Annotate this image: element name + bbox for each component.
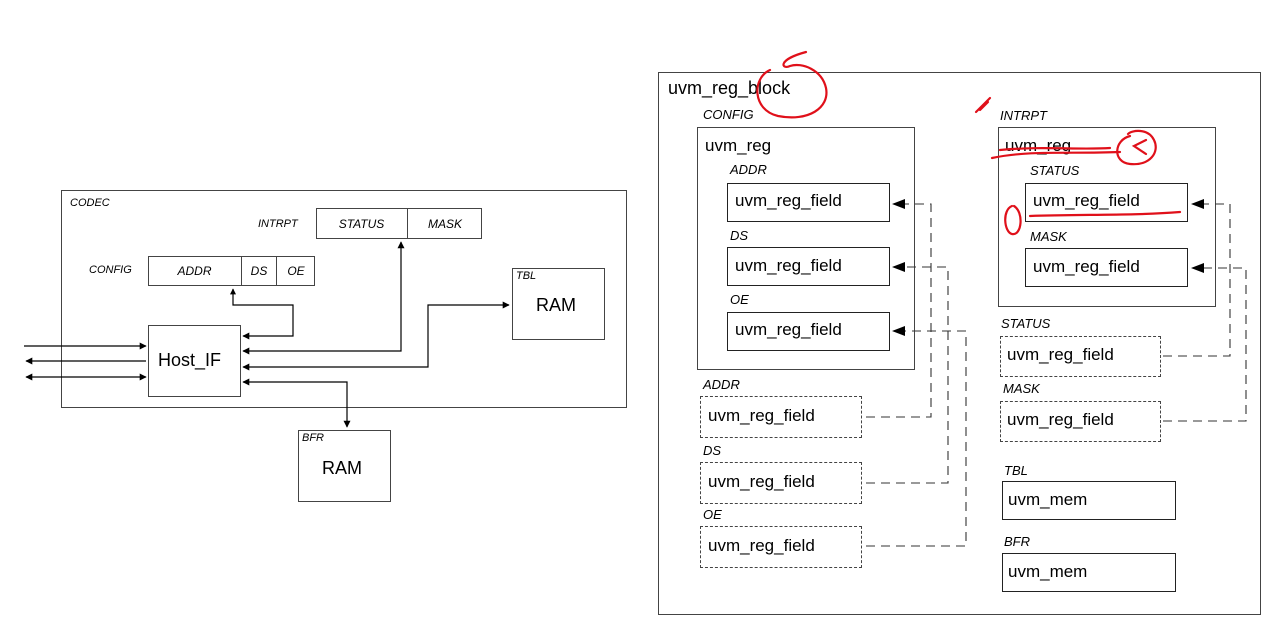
sigma-mark xyxy=(1131,138,1148,156)
dashed-ds-field xyxy=(700,462,862,504)
config-ds-name: DS xyxy=(730,228,749,243)
config-divider-1 xyxy=(241,256,242,286)
config-label: CONFIG xyxy=(89,264,132,276)
config-ds-field-type: uvm_reg_field xyxy=(735,256,842,275)
host-to-config-line xyxy=(230,288,294,340)
circle-around-block xyxy=(756,50,828,119)
host-to-bfr-line xyxy=(242,378,351,428)
right-dashed-connectors xyxy=(866,203,1247,547)
intrpt-status-field: STATUS xyxy=(338,217,385,231)
config-reg-label: CONFIG xyxy=(703,107,754,122)
codec-label: CODEC xyxy=(70,197,110,209)
dashed-addr-field-type: uvm_reg_field xyxy=(708,406,815,425)
intrpt-mask-field-type: uvm_reg_field xyxy=(1033,257,1140,276)
intrpt-status-name: STATUS xyxy=(1030,163,1080,178)
tbl-label: TBL xyxy=(516,270,537,282)
circle-sigma xyxy=(1116,129,1157,166)
intrpt-register xyxy=(316,208,482,239)
config-oe-name: OE xyxy=(730,292,749,307)
config-addr-field-box xyxy=(727,183,890,222)
intrpt-reg-label: INTRPT xyxy=(1000,108,1047,123)
tbl-ram-block xyxy=(512,268,605,340)
config-uvm-reg-title: uvm_reg xyxy=(705,136,772,155)
dashed-ds-field-type: uvm_reg_field xyxy=(708,472,815,491)
intrpt-mask-field: MASK xyxy=(427,217,462,231)
host-to-tbl-line xyxy=(242,301,510,371)
intrpt-mask-name: MASK xyxy=(1030,229,1067,244)
strike-uvm-reg-2 xyxy=(998,146,1112,152)
intrpt-mask-field-box xyxy=(1025,248,1188,287)
underline-status-field xyxy=(1028,210,1182,218)
tbl-mem-box xyxy=(1002,481,1176,520)
intrpt-label: INTRPT xyxy=(258,218,298,230)
host-if-block xyxy=(148,325,241,397)
bfr-mem-name: BFR xyxy=(1004,534,1030,549)
bfr-ram-label: RAM xyxy=(322,458,362,478)
host-to-intrpt-line xyxy=(242,241,405,355)
dashed-ds-name: DS xyxy=(703,443,722,458)
external-io-lines xyxy=(24,342,147,381)
dashed-oe-name: OE xyxy=(703,507,722,522)
pen-cursor xyxy=(974,96,992,114)
intrpt-divider xyxy=(407,208,408,239)
config-oe-field-type: uvm_reg_field xyxy=(735,320,842,339)
dashed-status-name: STATUS xyxy=(1001,316,1051,331)
bfr-mem-box xyxy=(1002,553,1176,592)
dashed-oe-field-type: uvm_reg_field xyxy=(708,536,815,555)
dashed-mask-field-type: uvm_reg_field xyxy=(1007,410,1114,429)
config-oe-field-box xyxy=(727,312,890,351)
tbl-ram-label: RAM xyxy=(536,295,576,315)
dashed-addr-field xyxy=(700,396,862,438)
intrpt-status-field-type: uvm_reg_field xyxy=(1033,191,1140,210)
config-ds-field-box xyxy=(727,247,890,286)
tbl-mem-type: uvm_mem xyxy=(1008,490,1088,509)
tbl-mem-name: TBL xyxy=(1004,463,1028,478)
dashed-status-field-type: uvm_reg_field xyxy=(1007,345,1114,364)
red-annotations xyxy=(756,50,1182,236)
right-connector-arrowheads xyxy=(892,199,1204,336)
dashed-mask-field xyxy=(1000,401,1161,442)
zero-mark xyxy=(1004,204,1022,236)
dashed-oe-field xyxy=(700,526,862,568)
dashed-addr-name: ADDR xyxy=(703,377,740,392)
config-addr-field: ADDR xyxy=(177,264,212,278)
strike-uvm-reg xyxy=(990,150,1122,160)
config-addr-field-type: uvm_reg_field xyxy=(735,191,842,210)
bfr-label: BFR xyxy=(302,432,324,444)
config-addr-name: ADDR xyxy=(730,162,767,177)
bfr-mem-type: uvm_mem xyxy=(1008,562,1088,581)
dashed-status-field xyxy=(1000,336,1161,377)
host-if-label: Host_IF xyxy=(158,350,222,370)
bfr-ram-block xyxy=(298,430,391,502)
intrpt-uvm-reg-title: uvm_reg xyxy=(1005,136,1072,155)
dashed-mask-name: MASK xyxy=(1003,381,1040,396)
